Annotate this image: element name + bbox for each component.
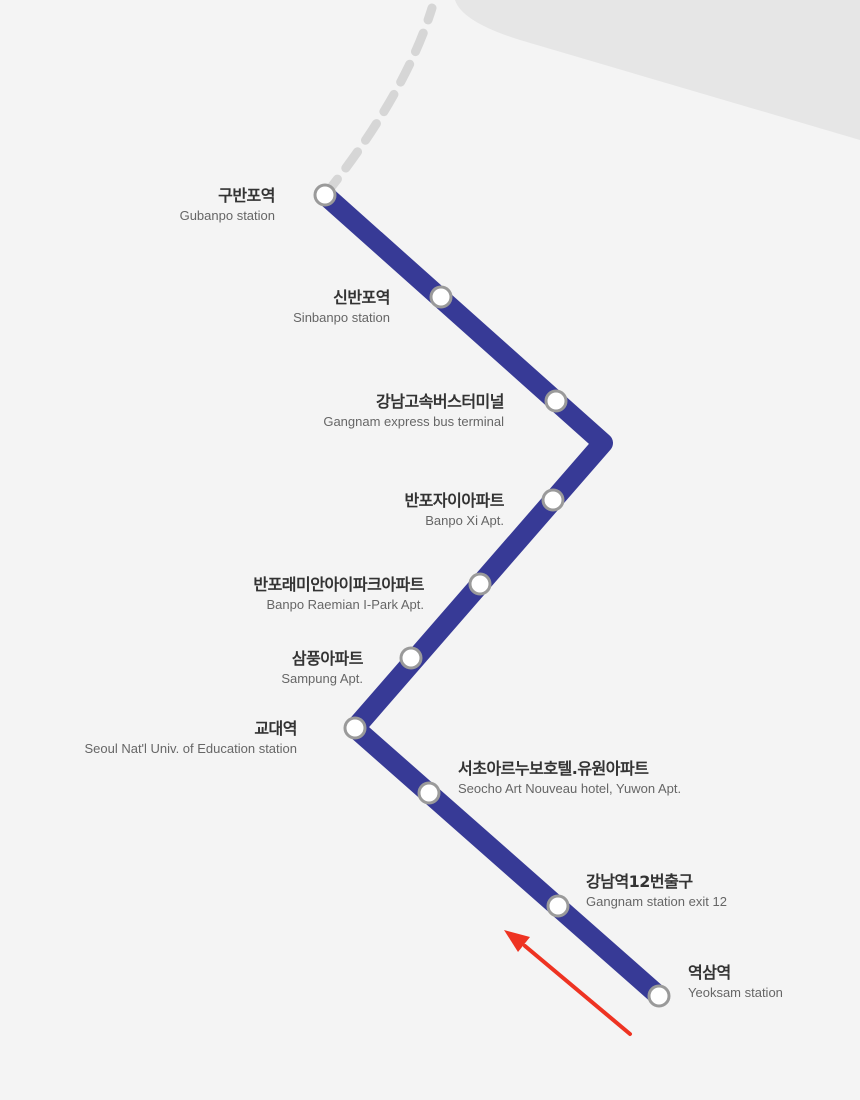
stop-marker-7[interactable] [343, 716, 367, 740]
stop-name-en: Seoul Nat'l Univ. of Education station [84, 741, 297, 756]
stop-name-ko: 신반포역 [333, 288, 390, 307]
stop-name-en: Sinbanpo station [293, 310, 390, 325]
stop-name-en: Yeoksam station [688, 985, 783, 1000]
stop-name-ko: 서초아르누보호텔.유원아파트 [458, 759, 649, 778]
stop-name-ko: 반포래미안아이파크아파트 [253, 575, 424, 594]
stop-name-en: Sampung Apt. [281, 671, 363, 686]
stop-name-ko: 역삼역 [688, 963, 731, 982]
stop-name-ko: 교대역 [254, 719, 297, 738]
route-dashed-continuation [320, 3, 437, 200]
stop-label-express-bus-terminal: 강남고속버스터미널 Gangnam express bus terminal [323, 392, 504, 431]
stop-label-gyodae: 교대역 Seoul Nat'l Univ. of Education stati… [84, 719, 297, 758]
stop-name-ko: 구반포역 [218, 186, 275, 205]
stop-marker-2[interactable] [429, 285, 453, 309]
stop-name-ko: 반포자이아파트 [404, 491, 504, 510]
stop-marker-9[interactable] [546, 894, 570, 918]
stop-marker-5[interactable] [468, 572, 492, 596]
stop-label-gangnam-exit12: 강남역12번출구 Gangnam station exit 12 [586, 872, 727, 911]
stop-name-en: Gangnam express bus terminal [323, 414, 504, 429]
stop-label-yeoksam: 역삼역 Yeoksam station [688, 963, 783, 1002]
stop-marker-10[interactable] [647, 984, 671, 1008]
stop-name-en: Banpo Raemian I-Park Apt. [266, 597, 424, 612]
stop-label-banpo-xi: 반포자이아파트 Banpo Xi Apt. [404, 491, 504, 530]
stop-label-sampung: 삼풍아파트 Sampung Apt. [281, 649, 363, 688]
stop-name-ko: 강남고속버스터미널 [376, 392, 504, 411]
stop-label-art-nouveau: 서초아르누보호텔.유원아파트 Seocho Art Nouveau hotel,… [458, 759, 681, 798]
stop-label-sinbanpo: 신반포역 Sinbanpo station [293, 288, 390, 327]
stop-marker-3[interactable] [544, 389, 568, 413]
stop-name-en: Banpo Xi Apt. [425, 513, 504, 528]
stop-marker-6[interactable] [399, 646, 423, 670]
stops-layer [313, 183, 671, 1008]
stop-label-raemian-ipark: 반포래미안아이파크아파트 Banpo Raemian I-Park Apt. [253, 575, 424, 614]
stop-name-en: Gangnam station exit 12 [586, 894, 727, 909]
stop-marker-1[interactable] [313, 183, 337, 207]
stop-name-ko: 강남역12번출구 [586, 872, 693, 891]
stop-name-ko: 삼풍아파트 [291, 649, 364, 668]
stop-name-en: Gubanpo station [179, 208, 275, 223]
stop-name-en: Seocho Art Nouveau hotel, Yuwon Apt. [458, 781, 682, 796]
road-band [455, 0, 860, 140]
stop-marker-4[interactable] [541, 488, 565, 512]
stop-label-gubanpo: 구반포역 Gubanpo station [179, 186, 276, 225]
stop-marker-8[interactable] [417, 781, 441, 805]
direction-arrow-icon [504, 930, 632, 1036]
